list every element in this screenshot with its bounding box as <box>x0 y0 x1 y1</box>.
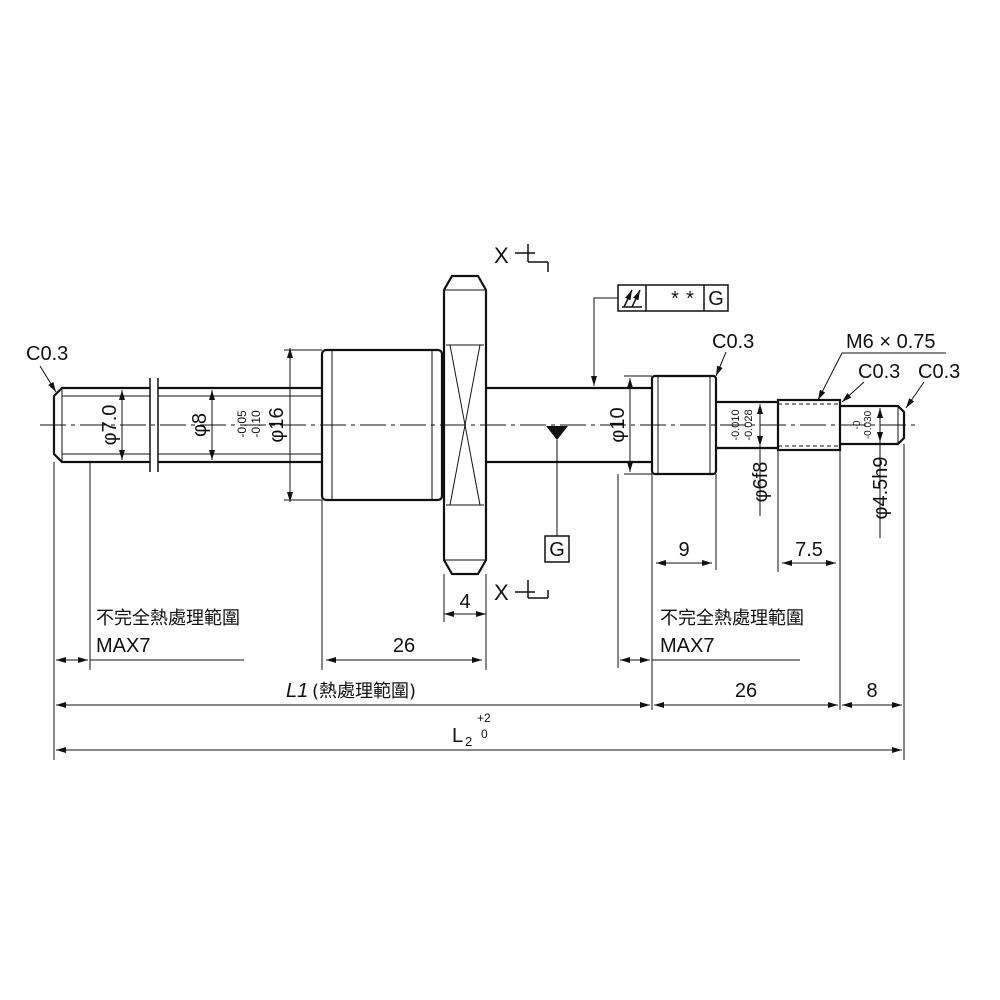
l1-label: L1 <box>286 680 308 702</box>
c03-r2-leader <box>905 381 925 409</box>
dia-8-label: φ8 <box>189 413 211 437</box>
note-right-line1: 不完全熱處理範圍 <box>660 608 804 629</box>
l1-suffix: (熱處理範圍) <box>312 681 416 702</box>
note-left-line1: 不完全熱處理範圍 <box>96 608 240 629</box>
dia-16-label: φ16 <box>266 407 288 442</box>
fcf-tol1: * <box>671 288 679 310</box>
section-mark-top <box>515 244 549 272</box>
tol-6-lower: -0.028 <box>743 409 755 440</box>
thread-section <box>776 398 842 452</box>
l2-tol-upper: +2 <box>477 711 491 725</box>
fcf-tol2: * <box>686 288 694 310</box>
section-mark-bottom <box>515 580 549 599</box>
tol-45-lower: -0.030 <box>863 410 874 439</box>
note-left-line2: MAX7 <box>96 635 150 657</box>
dim-4-label: 4 <box>459 591 470 613</box>
total-runout-icon <box>622 289 642 308</box>
c03-r2-label: C0.3 <box>918 361 960 383</box>
l2-label: L <box>452 725 463 747</box>
fcf-datum: G <box>708 288 724 310</box>
c03-r1-label: C0.3 <box>858 361 900 383</box>
dim-26-right-label: 26 <box>735 680 757 702</box>
note-right-line2: MAX7 <box>660 635 714 657</box>
c03-left-leader <box>39 365 57 393</box>
l2-subscript: 2 <box>465 734 472 749</box>
datum-g-label: G <box>549 539 565 561</box>
section-x-bottom: X <box>494 580 509 605</box>
phi6-section <box>716 400 778 450</box>
thread-label: M6 × 0.75 <box>846 331 936 353</box>
tol-45-upper: -0 <box>852 420 863 429</box>
thread-leader <box>817 352 946 401</box>
dia-10-label: φ10 <box>607 407 629 442</box>
c03-left-label: C0.3 <box>26 343 68 365</box>
runout-frame <box>591 284 729 386</box>
datum-g <box>544 426 570 563</box>
c03-mid-label: C0.3 <box>712 331 754 353</box>
dim-26-flange-label: 26 <box>393 635 415 657</box>
c03-mid-leader <box>715 351 727 377</box>
pilot-section <box>840 404 906 446</box>
section-x-top: X <box>494 243 509 268</box>
tol-16-lower: -0.10 <box>249 410 263 438</box>
dia-45h9-label: φ4.5h9 <box>870 456 892 519</box>
dim-8-label: 8 <box>866 680 877 702</box>
dia-7-label: φ7.0 <box>99 405 121 446</box>
l2-tol-lower: 0 <box>481 727 488 741</box>
middle-shaft <box>486 386 652 464</box>
left-shaft <box>52 378 322 472</box>
dia-6f8-label: φ6f8 <box>750 462 772 503</box>
tol-16-upper: -0.05 <box>235 410 249 438</box>
dim-7-5-label: 7.5 <box>795 539 823 561</box>
nut-flange <box>442 274 488 576</box>
c03-r1-leader <box>841 381 865 403</box>
dim-9-label: 9 <box>678 539 689 561</box>
tol-6-upper: -0.010 <box>730 409 742 440</box>
nut-body <box>320 348 444 502</box>
journal <box>650 374 718 476</box>
datum-triangle-icon <box>546 426 568 440</box>
